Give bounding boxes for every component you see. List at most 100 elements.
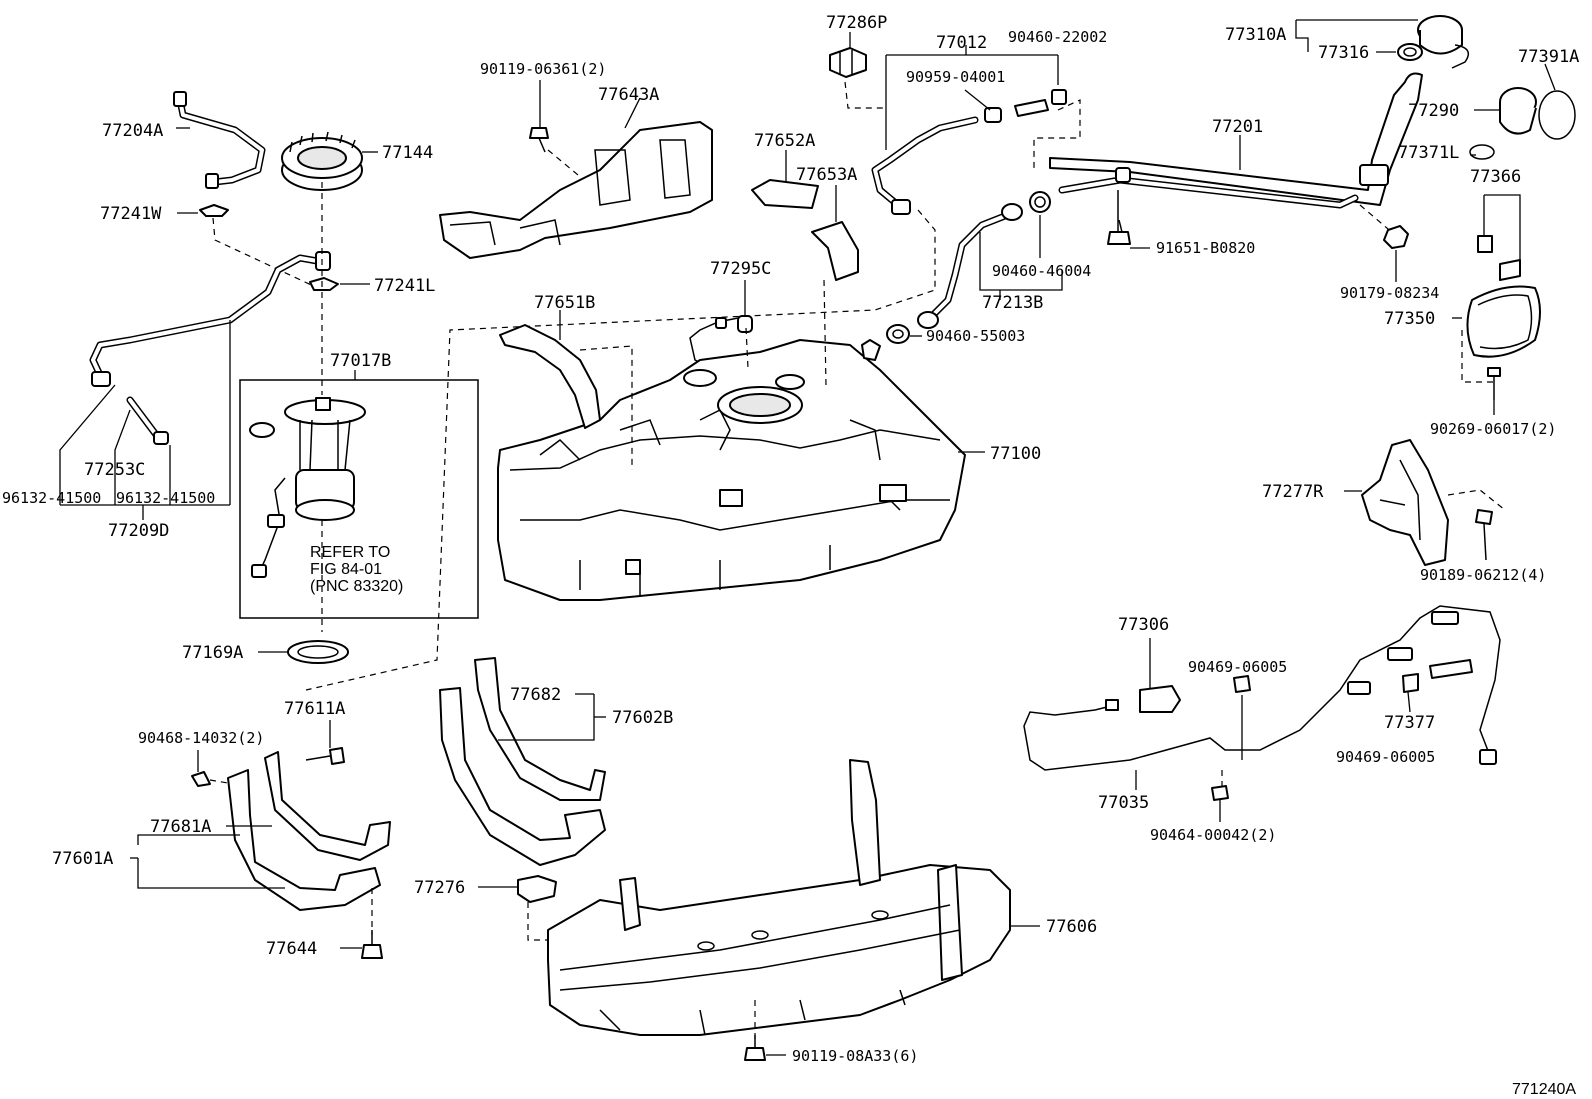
label-77169a: 77169A — [182, 643, 243, 663]
label-77306: 77306 — [1118, 615, 1169, 635]
clamp-90460-46004 — [1029, 191, 1051, 213]
label-77144: 77144 — [382, 143, 433, 163]
label-77253c: 77253C — [84, 460, 145, 480]
label-90468-14032: 90468-14032(2) — [138, 729, 264, 747]
label-90460-55003: 90460-55003 — [926, 327, 1025, 345]
screw-90269-06017 — [1487, 367, 1501, 400]
label-77295c: 77295C — [710, 259, 771, 279]
strap-77651b — [499, 324, 601, 429]
gasket-77316 — [1397, 43, 1423, 61]
label-77606: 77606 — [1046, 917, 1097, 937]
strap-77682 — [474, 657, 606, 801]
figure-id: 771240A — [1512, 1081, 1576, 1098]
label-77012: 77012 — [936, 33, 987, 53]
grommet-77295c — [689, 315, 753, 369]
clip-90460-22002 — [1051, 89, 1067, 105]
boot-77290 — [1499, 87, 1537, 135]
label-77204a: 77204A — [102, 121, 163, 141]
filler-pipe-77201 — [1049, 72, 1423, 209]
bolt-90189-06212 — [1475, 509, 1493, 561]
label-77201: 77201 — [1212, 117, 1263, 137]
vent-tube-77204a — [173, 91, 266, 189]
lock-77377 — [1402, 659, 1473, 713]
label-90269-06017: 90269-06017(2) — [1430, 420, 1556, 438]
clamp-90959-04001 — [964, 89, 1002, 123]
bolt-77644 — [361, 930, 383, 959]
label-90464-00042: 90464-00042(2) — [1150, 826, 1276, 844]
clip-90464-00042 — [1211, 770, 1229, 822]
label-77241w: 77241W — [100, 204, 162, 224]
label-77611a: 77611A — [284, 699, 345, 719]
ring-77371l — [1469, 144, 1495, 160]
label-77213b: 77213B — [982, 293, 1043, 313]
retainer-ring-77144 — [281, 131, 363, 191]
hose-piece-77012 — [1014, 99, 1049, 117]
cable-77035 — [1023, 605, 1501, 771]
pad-77653a — [811, 221, 859, 281]
label-90460-22002: 90460-22002 — [1008, 28, 1107, 46]
refer-line-3: (PNC 83320) — [310, 578, 403, 595]
strap-77601a — [227, 769, 381, 911]
bolt-90119-06361 — [529, 80, 549, 153]
label-77350: 77350 — [1384, 309, 1435, 329]
label-77377: 77377 — [1384, 713, 1435, 733]
label-77100: 77100 — [990, 444, 1041, 464]
protector-77643a — [439, 121, 713, 259]
label-77643a: 77643A — [598, 85, 659, 105]
pad-77652a — [751, 179, 819, 209]
label-90959-04001: 90959-04001 — [906, 68, 1005, 86]
bracket-77366 — [1477, 235, 1521, 281]
refer-line-2: FIG 84-01 — [310, 561, 382, 578]
label-77681a: 77681A — [150, 817, 211, 837]
label-90189-06212: 90189-06212(4) — [1420, 566, 1546, 584]
label-77035: 77035 — [1098, 793, 1149, 813]
bracket-77276 — [517, 875, 557, 903]
label-77286p: 77286P — [826, 13, 887, 33]
label-77310a: 77310A — [1225, 25, 1286, 45]
clip-77286p — [829, 47, 867, 78]
label-77209d: 77209D — [108, 521, 169, 541]
clamp-90460-55003 — [886, 324, 910, 344]
bolt-90119-08a33 — [744, 1035, 766, 1061]
label-77391a: 77391A — [1518, 47, 1579, 67]
bolt-91651-b0820 — [1107, 190, 1131, 245]
label-77366: 77366 — [1470, 167, 1521, 187]
label-96132-41500-a: 96132-41500 — [2, 489, 101, 507]
fuel-cap-77310a — [1417, 15, 1470, 69]
label-77601a: 77601A — [52, 849, 113, 869]
label-90179-08234: 90179-08234 — [1340, 284, 1439, 302]
label-96132-41500-b: 96132-41500 — [116, 489, 215, 507]
strap-77602b — [439, 687, 606, 866]
hose-77012 — [871, 116, 979, 215]
label-77602b: 77602B — [612, 708, 673, 728]
opener-77306 — [1105, 685, 1181, 713]
hose-77213b — [917, 203, 1023, 329]
clip-90468-14032 — [191, 750, 241, 787]
label-77276: 77276 — [414, 878, 465, 898]
fuel-door-77350 — [1466, 285, 1541, 358]
refer-line-1: REFER TO — [310, 544, 390, 561]
label-77652a: 77652A — [754, 131, 815, 151]
label-77644: 77644 — [266, 939, 317, 959]
label-77316: 77316 — [1318, 43, 1369, 63]
label-77241l: 77241L — [374, 276, 435, 296]
label-90469-06005-b: 90469-06005 — [1336, 748, 1435, 766]
label-77277r: 77277R — [1262, 482, 1324, 502]
ring-77391a — [1538, 90, 1576, 140]
strap-77681a — [264, 751, 391, 861]
label-77371l: 77371L — [1398, 143, 1459, 163]
label-77653a: 77653A — [796, 165, 857, 185]
nut-90179-08234 — [1383, 225, 1409, 249]
bolt-77611a — [305, 747, 345, 765]
crossmember-77606 — [547, 759, 1011, 1036]
label-90119-08a33: 90119-08A33(6) — [792, 1047, 918, 1065]
clip-90469-06005-a — [1233, 675, 1251, 760]
clip-77241w — [199, 204, 229, 217]
gasket-77169a — [287, 640, 349, 664]
label-77682: 77682 — [510, 685, 561, 705]
part-labels: 77286P 77012 90460-22002 90959-04001 773… — [2, 13, 1579, 1098]
label-91651-b0820: 91651-B0820 — [1156, 239, 1255, 257]
label-90460-46004: 90460-46004 — [992, 262, 1091, 280]
fuel-pump-assembly-77017b — [239, 370, 479, 619]
